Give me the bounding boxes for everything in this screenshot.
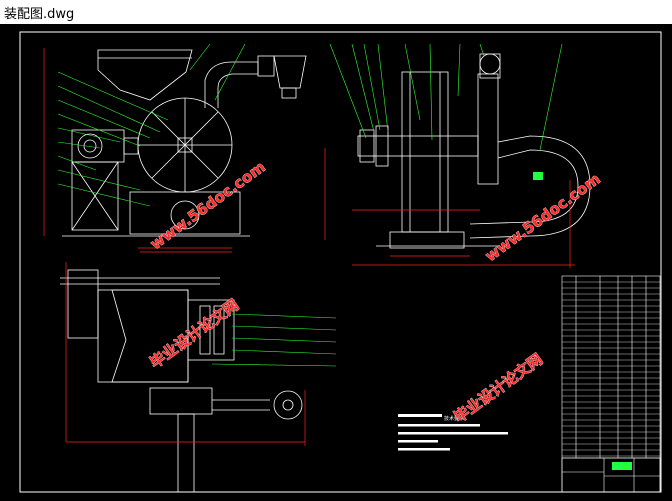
file-tab-bar: 装配图.dwg [0, 0, 672, 24]
title-block [561, 457, 661, 493]
technical-requirements-heading: 技术要求 [444, 415, 464, 422]
watermark-caption: 毕业设计论文网 [451, 350, 547, 426]
leader-lines-left [57, 43, 246, 207]
side-view-right [357, 53, 591, 249]
watermark-left: www.56doc.com 毕业设计论文网 [146, 157, 269, 372]
technical-requirements: 技术要求 [398, 414, 508, 451]
parts-list-rows [562, 281, 660, 457]
front-view-left [62, 49, 307, 237]
assembly-drawing-canvas: 技术要求 www.56doc.com 毕业设计论文网 www.56doc.com… [19, 31, 662, 493]
cad-drawing-viewport[interactable]: 技术要求 www.56doc.com 毕业设计论文网 www.56doc.com… [0, 24, 672, 501]
file-title[interactable]: 装配图.dwg [4, 7, 75, 22]
dimensions-right-view [352, 180, 575, 268]
dimensions-left-view [43, 48, 326, 253]
drawing-border [19, 31, 662, 493]
hopper [97, 49, 193, 101]
outlet-flange [273, 390, 303, 420]
watermark-caption: 毕业设计论文网 [147, 296, 243, 372]
watermark-right: www.56doc.com 毕业设计论文网 [450, 169, 604, 426]
accent-marker [533, 172, 543, 180]
plan-view [60, 269, 303, 493]
title-block-marker [612, 462, 632, 470]
leader-lines-right [329, 43, 563, 151]
dimensions-plan-view [65, 262, 306, 446]
watermark-url: www.56doc.com [147, 158, 269, 253]
leader-lines-plan [211, 313, 337, 367]
watermark-url: www.56doc.com [482, 170, 604, 265]
support-frame [71, 161, 119, 231]
motor [71, 129, 125, 163]
cutter-column [401, 71, 449, 233]
